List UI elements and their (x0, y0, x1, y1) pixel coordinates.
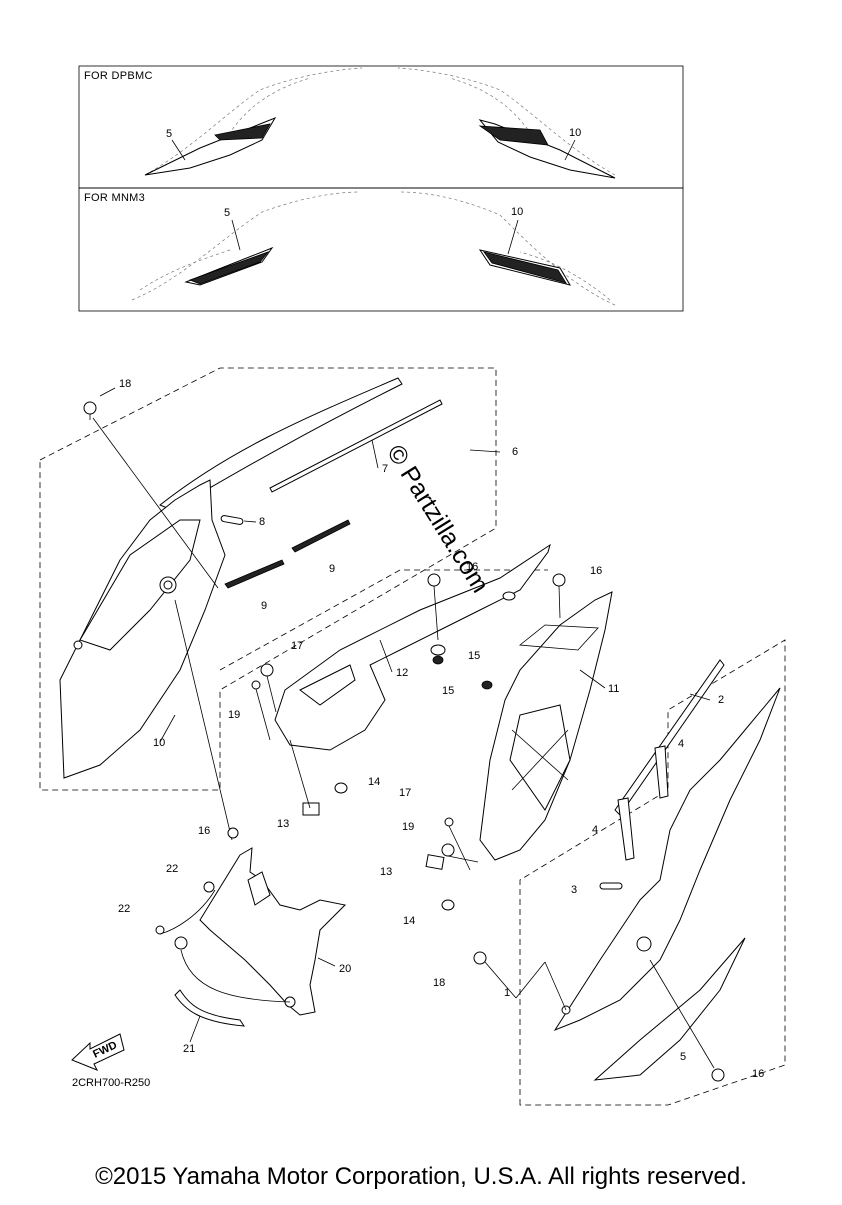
callout-18b: 18 (433, 977, 445, 989)
inset-mnm3-callout-10: 10 (511, 206, 523, 218)
inset-label-dpbmc: FOR DPBMC (84, 70, 153, 82)
callout-22a: 22 (166, 863, 178, 875)
callout-15a: 15 (468, 650, 480, 662)
callout-16d: 16 (752, 1068, 764, 1080)
callout-19b: 19 (402, 821, 414, 833)
callout-16b: 16 (590, 565, 602, 577)
forward-arrow-icon: FWD (71, 1033, 125, 1071)
callout-2: 2 (718, 694, 724, 706)
callout-14b: 14 (403, 915, 415, 927)
diagram-code: 2CRH700-R250 (72, 1077, 151, 1089)
callout-4b: 4 (592, 824, 598, 836)
callout-14a: 14 (368, 776, 380, 788)
middle-assembly (219, 543, 613, 911)
callout-18a: 18 (119, 378, 131, 390)
copyright-notice: ©2015 Yamaha Motor Corporation, U.S.A. A… (95, 1163, 747, 1190)
inset-box-dpbmc (78, 65, 684, 189)
inset-dpbmc-callout-5: 5 (166, 128, 172, 140)
callout-4a: 4 (678, 738, 684, 750)
callout-22b: 22 (118, 903, 130, 915)
callout-8: 8 (259, 516, 265, 528)
callout-3: 3 (571, 884, 577, 896)
callout-17b: 17 (399, 787, 411, 799)
callout-12: 12 (396, 667, 408, 679)
callout-20: 20 (339, 963, 351, 975)
callout-17a: 17 (291, 640, 303, 652)
callout-16c: 16 (198, 825, 210, 837)
lower-right-assembly (473, 639, 786, 1106)
callout-labels: 1 2 3 4 4 5 6 7 8 9 9 10 11 12 13 13 14 … (118, 127, 764, 1080)
callout-16a: 16 (466, 561, 478, 573)
callout-13a: 13 (277, 818, 289, 830)
callout-5: 5 (680, 1051, 686, 1063)
callout-6: 6 (512, 446, 518, 458)
lower-left-assembly (155, 847, 347, 1027)
callout-11: 11 (608, 683, 619, 695)
callout-13b: 13 (380, 866, 392, 878)
callout-9a: 9 (261, 600, 267, 612)
callout-15b: 15 (442, 685, 454, 697)
upper-left-assembly (39, 367, 497, 841)
inset-dpbmc-callout-10: 10 (569, 127, 581, 139)
callout-19a: 19 (228, 709, 240, 721)
inset-box-mnm3 (78, 187, 684, 312)
callout-leaders (159, 439, 711, 1043)
inset-mnm3-callout-5: 5 (224, 207, 230, 219)
callout-7: 7 (382, 463, 388, 475)
callout-10: 10 (153, 737, 165, 749)
callout-1: 1 (504, 987, 510, 999)
inset-label-mnm3: FOR MNM3 (84, 192, 146, 204)
callout-21: 21 (183, 1043, 195, 1055)
callout-9b: 9 (329, 563, 335, 575)
